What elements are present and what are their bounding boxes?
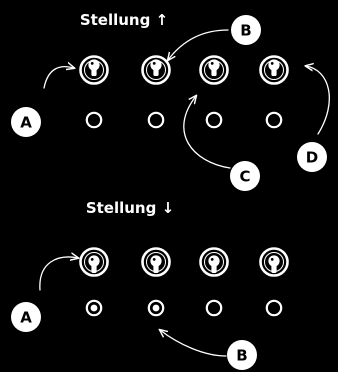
switch-knob-highlight (152, 62, 156, 65)
switch-knob-highlight (210, 258, 214, 261)
led-3-down-off (205, 299, 223, 317)
switch-knob (150, 255, 162, 267)
arrow-c-top (183, 96, 231, 169)
callout-badge-circle (297, 142, 327, 172)
led-ring (205, 299, 223, 317)
arrow-a-top (43, 67, 74, 89)
switch-and-led-rows (79, 55, 289, 317)
switch-knob-highlight (270, 258, 274, 261)
led-ring (265, 111, 283, 129)
led-ring (85, 299, 103, 317)
led-3-up-off (205, 111, 223, 129)
switch-bezel (141, 247, 171, 277)
arrow-b-top (168, 29, 229, 60)
callout-b-top: B (231, 15, 261, 45)
toggle-switch-2-up (141, 55, 171, 85)
toggle-switch-1-down (79, 247, 109, 277)
switch-knob (268, 255, 280, 267)
callout-label: A (20, 309, 32, 327)
arrow-b-bottom (160, 330, 227, 357)
callout-badges: A B C D A B (11, 15, 327, 370)
toggle-switch-4-up (259, 55, 289, 85)
heading-stellung-up: Stellung ↑ (80, 11, 168, 29)
arrow-d-top (306, 66, 330, 135)
led-2-down-on (147, 299, 165, 317)
switch-bezel (79, 247, 109, 277)
callout-badge-circle (227, 340, 257, 370)
switch-bezel (259, 55, 289, 85)
switch-bezel (259, 247, 289, 277)
switch-knob-highlight (270, 62, 274, 65)
led-ring (147, 111, 165, 129)
callout-label: B (236, 347, 247, 365)
switch-knob (88, 59, 100, 71)
led-4-down-off (265, 299, 283, 317)
switch-knob (208, 255, 220, 267)
toggle-switch-2-down (141, 247, 171, 277)
callout-badge-circle (11, 302, 41, 332)
switch-knob (88, 255, 100, 267)
callout-d-top: D (297, 142, 327, 172)
switch-knob (150, 59, 162, 71)
led-lit-center (90, 304, 98, 312)
toggle-switch-4-down (259, 247, 289, 277)
switch-bezel (141, 55, 171, 85)
led-1-up-off (85, 111, 103, 129)
callout-label: A (20, 114, 32, 132)
led-ring (205, 111, 223, 129)
switch-bezel (199, 55, 229, 85)
callout-label: B (240, 22, 251, 40)
callout-badge-circle (230, 161, 260, 191)
switch-knob-highlight (90, 258, 94, 261)
led-4-up-off (265, 111, 283, 129)
led-ring (85, 111, 103, 129)
arrow-a-bottom (39, 257, 78, 291)
led-ring (265, 299, 283, 317)
led-ring (147, 299, 165, 317)
callout-badge-circle (231, 15, 261, 45)
switch-knob (268, 59, 280, 71)
callout-label: C (239, 168, 250, 186)
switch-knob-highlight (210, 62, 214, 65)
toggle-switch-1-up (79, 55, 109, 85)
switch-bezel (199, 247, 229, 277)
toggle-switch-3-down (199, 247, 229, 277)
heading-stellung-down: Stellung ↓ (86, 199, 174, 217)
callout-a-bottom: A (11, 302, 41, 332)
callout-label: D (306, 149, 318, 167)
toggle-switch-3-up (199, 55, 229, 85)
switch-knob-highlight (152, 258, 156, 261)
callout-a-top: A (11, 107, 41, 137)
callout-arrows (39, 29, 330, 357)
callout-badge-circle (11, 107, 41, 137)
callout-c-top: C (230, 161, 260, 191)
led-2-up-off (147, 111, 165, 129)
switch-knob (208, 59, 220, 71)
led-lit-center (152, 304, 160, 312)
callout-b-bottom: B (227, 340, 257, 370)
switch-bezel (79, 55, 109, 85)
switch-knob-highlight (90, 62, 94, 65)
led-1-down-on (85, 299, 103, 317)
